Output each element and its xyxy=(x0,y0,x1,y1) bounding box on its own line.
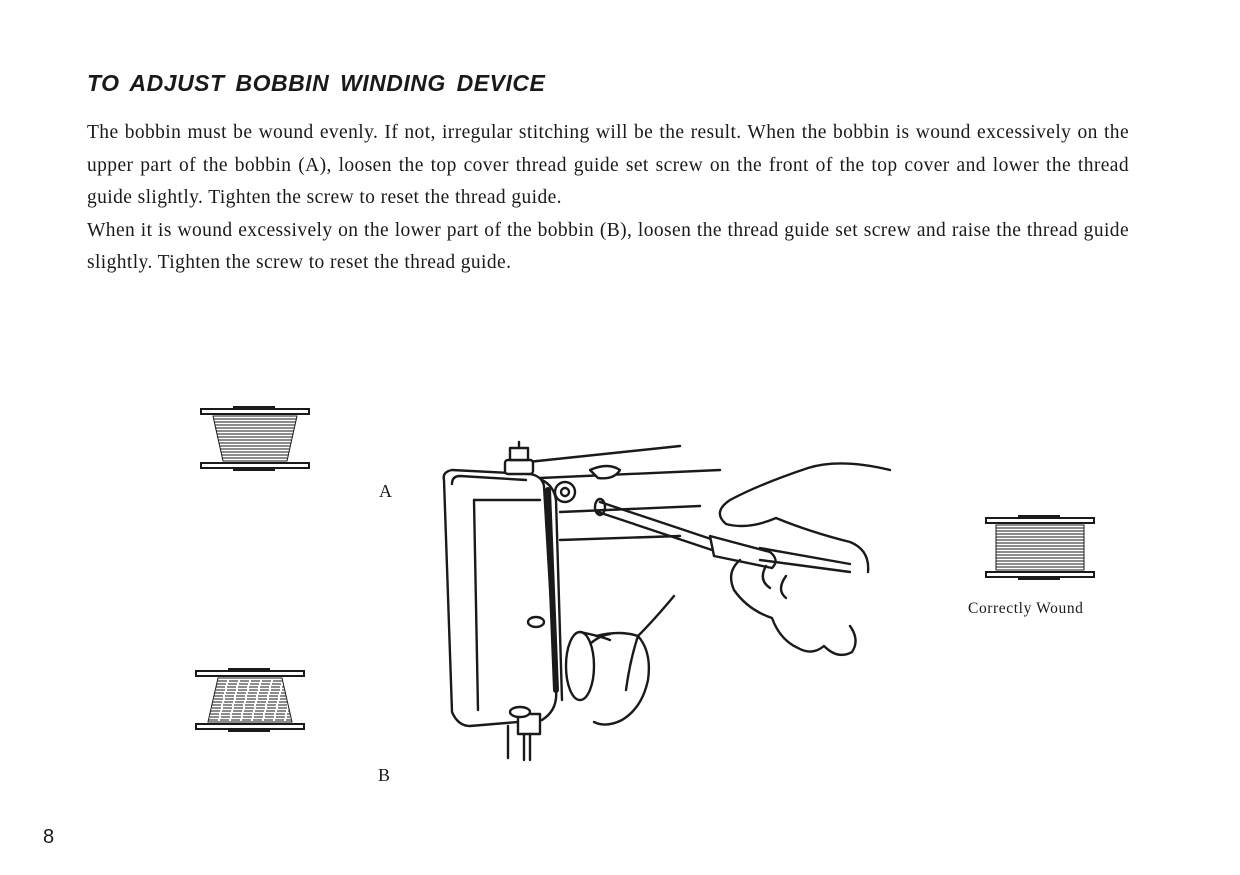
paragraph-lower-winding: When it is wound excessively on the lowe… xyxy=(87,219,1129,274)
instruction-text: The bobbin must be wound evenly. If not,… xyxy=(87,117,1129,280)
bobbin-upper-heavy-illustration xyxy=(200,406,310,471)
bobbin-correct-illustration xyxy=(985,515,1095,580)
paragraph-upper-winding: The bobbin must be wound evenly. If not,… xyxy=(87,122,1129,208)
section-heading: TO ADJUST BOBBIN WINDING DEVICE xyxy=(87,70,546,96)
label-a: A xyxy=(379,481,392,501)
bobbin-lower-heavy-illustration xyxy=(195,668,305,732)
machine-adjustment-illustration xyxy=(442,440,892,762)
caption-correctly-wound: Correctly Wound xyxy=(968,600,1084,617)
label-b: B xyxy=(378,765,391,785)
page-number: 8 xyxy=(43,826,55,848)
